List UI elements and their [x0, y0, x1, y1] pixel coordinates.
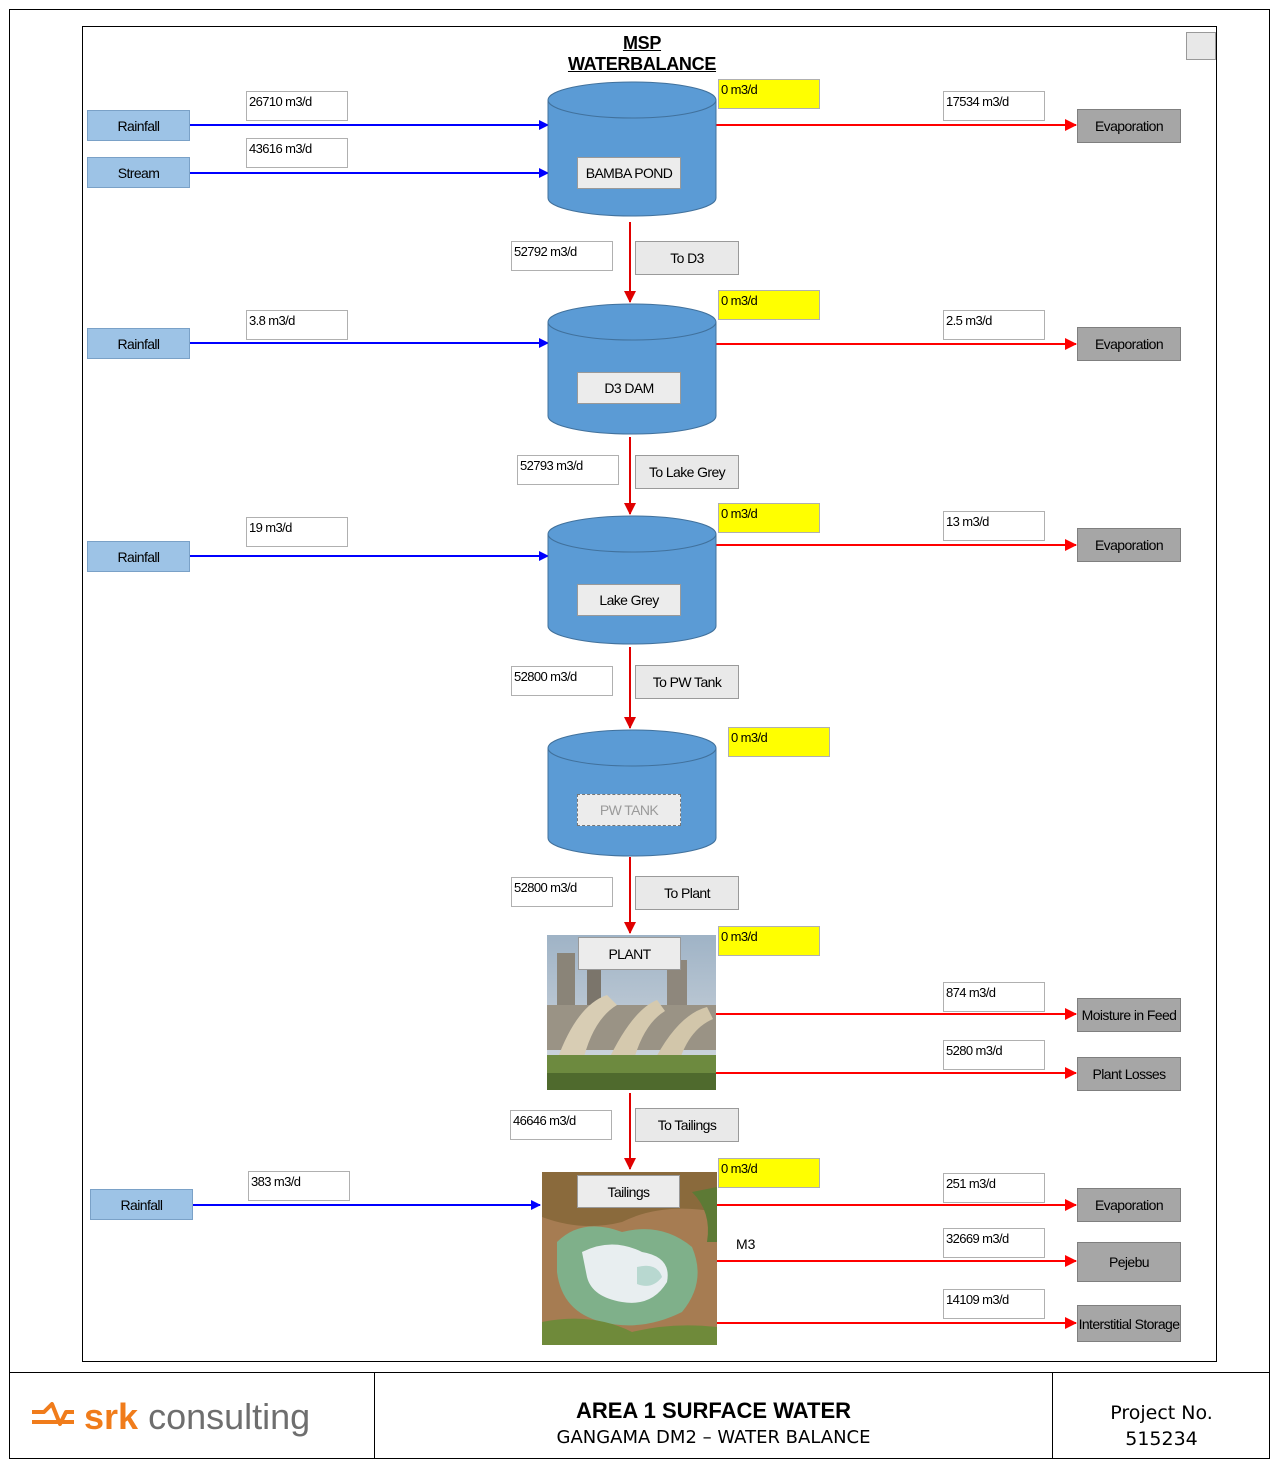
value-rainfall-bamba[interactable]: 26710 m3/d	[246, 91, 348, 121]
value-evap-d3[interactable]: 2.5 m3/d	[943, 310, 1045, 340]
srk-logo: srk consulting	[30, 1392, 310, 1442]
storage-d3[interactable]: 0 m3/d	[718, 290, 820, 320]
value-interstitial-storage[interactable]: 14109 m3/d	[943, 1289, 1045, 1319]
tank-label-bamba-pond[interactable]: BAMBA POND	[577, 157, 681, 189]
value-rainfall-tailings[interactable]: 383 m3/d	[248, 1171, 350, 1201]
footer-col-divider-1	[374, 1372, 375, 1459]
tank-pw-tank	[547, 729, 717, 857]
value-plant-losses[interactable]: 5280 m3/d	[943, 1040, 1045, 1070]
storage-plant[interactable]: 0 m3/d	[718, 926, 820, 956]
value-evap-lakegrey[interactable]: 13 m3/d	[943, 511, 1045, 541]
transfer-button-to-d3[interactable]: To D3	[635, 241, 739, 275]
value-to-d3[interactable]: 52792 m3/d	[511, 241, 613, 271]
source-rainfall-tailings[interactable]: Rainfall	[90, 1189, 193, 1220]
project-number-block: Project No. 515234	[1053, 1400, 1270, 1452]
project-label: Project No.	[1110, 1402, 1213, 1424]
logo-brand: srk	[84, 1396, 139, 1437]
tank-lake-grey	[547, 515, 717, 645]
plant-label[interactable]: PLANT	[578, 937, 681, 970]
transfer-button-to-lakegrey[interactable]: To Lake Grey	[635, 455, 739, 489]
sink-moisture-in-feed[interactable]: Moisture in Feed	[1077, 998, 1181, 1032]
srk-wave-icon	[32, 1402, 74, 1426]
storage-lakegrey[interactable]: 0 m3/d	[718, 503, 820, 533]
tank-label-pw-tank: PW TANK	[577, 794, 681, 826]
value-to-tailings[interactable]: 46646 m3/d	[510, 1110, 612, 1140]
m3-label: M3	[736, 1236, 756, 1252]
value-stream-bamba[interactable]: 43616 m3/d	[246, 138, 348, 168]
footer-subtitle: GANGAMA DM2 – WATER BALANCE	[556, 1427, 871, 1448]
sink-plant-losses[interactable]: Plant Losses	[1077, 1057, 1181, 1091]
tank-label-d3-dam[interactable]: D3 DAM	[577, 372, 681, 404]
project-number: 515234	[1125, 1428, 1198, 1450]
footer-col-divider-2	[1052, 1372, 1053, 1459]
transfer-button-to-pwtank[interactable]: To PW Tank	[635, 665, 739, 699]
corner-control[interactable]	[1186, 32, 1216, 60]
value-to-lakegrey[interactable]: 52793 m3/d	[517, 455, 619, 485]
source-rainfall-d3[interactable]: Rainfall	[87, 328, 190, 359]
source-stream-bamba[interactable]: Stream	[87, 157, 190, 188]
value-evap-bamba[interactable]: 17534 m3/d	[943, 91, 1045, 121]
transfer-button-to-tailings[interactable]: To Tailings	[635, 1108, 739, 1142]
tank-d3-dam	[547, 303, 717, 435]
sink-evaporation-bamba[interactable]: Evaporation	[1077, 109, 1181, 143]
tailings-label[interactable]: Tailings	[577, 1175, 680, 1208]
storage-pwtank[interactable]: 0 m3/d	[728, 727, 830, 757]
transfer-button-to-plant[interactable]: To Plant	[635, 876, 739, 910]
value-rainfall-d3[interactable]: 3.8 m3/d	[246, 310, 348, 340]
sink-pejebu[interactable]: Pejebu	[1077, 1242, 1181, 1282]
footer-divider	[9, 1372, 1270, 1373]
sink-evaporation-lakegrey[interactable]: Evaporation	[1077, 528, 1181, 562]
sink-evaporation-tailings[interactable]: Evaporation	[1077, 1188, 1181, 1222]
value-to-pwtank[interactable]: 52800 m3/d	[511, 666, 613, 696]
tank-label-lake-grey[interactable]: Lake Grey	[577, 584, 681, 616]
storage-bamba[interactable]: 0 m3/d	[718, 79, 820, 109]
tank-bamba-pond	[547, 81, 717, 217]
value-to-plant[interactable]: 52800 m3/d	[511, 877, 613, 907]
value-evap-tailings[interactable]: 251 m3/d	[943, 1173, 1045, 1203]
sink-interstitial-storage[interactable]: Interstitial Storage	[1077, 1305, 1181, 1342]
sink-evaporation-d3[interactable]: Evaporation	[1077, 327, 1181, 361]
value-rainfall-lakegrey[interactable]: 19 m3/d	[246, 517, 348, 547]
footer-title: AREA 1 SURFACE WATER	[575, 1398, 852, 1423]
value-moisture-in-feed[interactable]: 874 m3/d	[943, 982, 1045, 1012]
diagram-title: MSP WATERBALANCE	[567, 33, 717, 74]
value-pejebu[interactable]: 32669 m3/d	[943, 1228, 1045, 1258]
storage-tailings[interactable]: 0 m3/d	[718, 1158, 820, 1188]
source-rainfall-bamba[interactable]: Rainfall	[87, 110, 190, 141]
source-rainfall-lakegrey[interactable]: Rainfall	[87, 541, 190, 572]
logo-text: consulting	[148, 1396, 311, 1437]
page-frame	[9, 9, 1270, 1459]
